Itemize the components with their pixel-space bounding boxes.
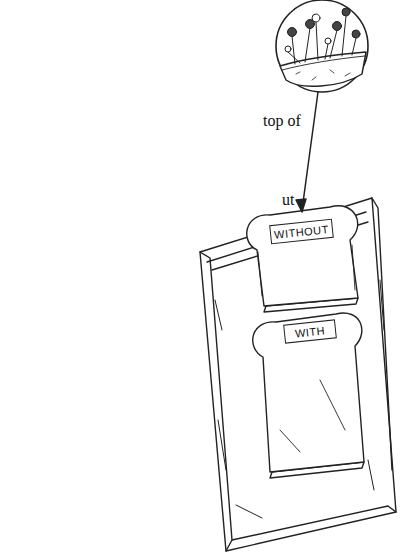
bag-edge xyxy=(372,198,392,470)
bread-slice xyxy=(247,206,358,306)
pointer-arrow xyxy=(302,92,318,210)
arrow-head xyxy=(296,199,306,212)
bag-glare xyxy=(280,380,345,452)
text-fragment: ut xyxy=(282,191,294,209)
bag-crease xyxy=(215,280,384,518)
slice-label: WITHOUT xyxy=(274,223,330,241)
bread-texture xyxy=(296,70,350,80)
magnifier-circle xyxy=(276,0,368,92)
bread-crust xyxy=(258,245,355,296)
mold-spores xyxy=(285,8,360,64)
bag-edge xyxy=(200,252,232,540)
plastic-bag xyxy=(200,198,396,551)
slice-label: WITH xyxy=(294,324,325,339)
bread-slice xyxy=(253,313,364,472)
text-fragment: top of xyxy=(263,112,301,130)
